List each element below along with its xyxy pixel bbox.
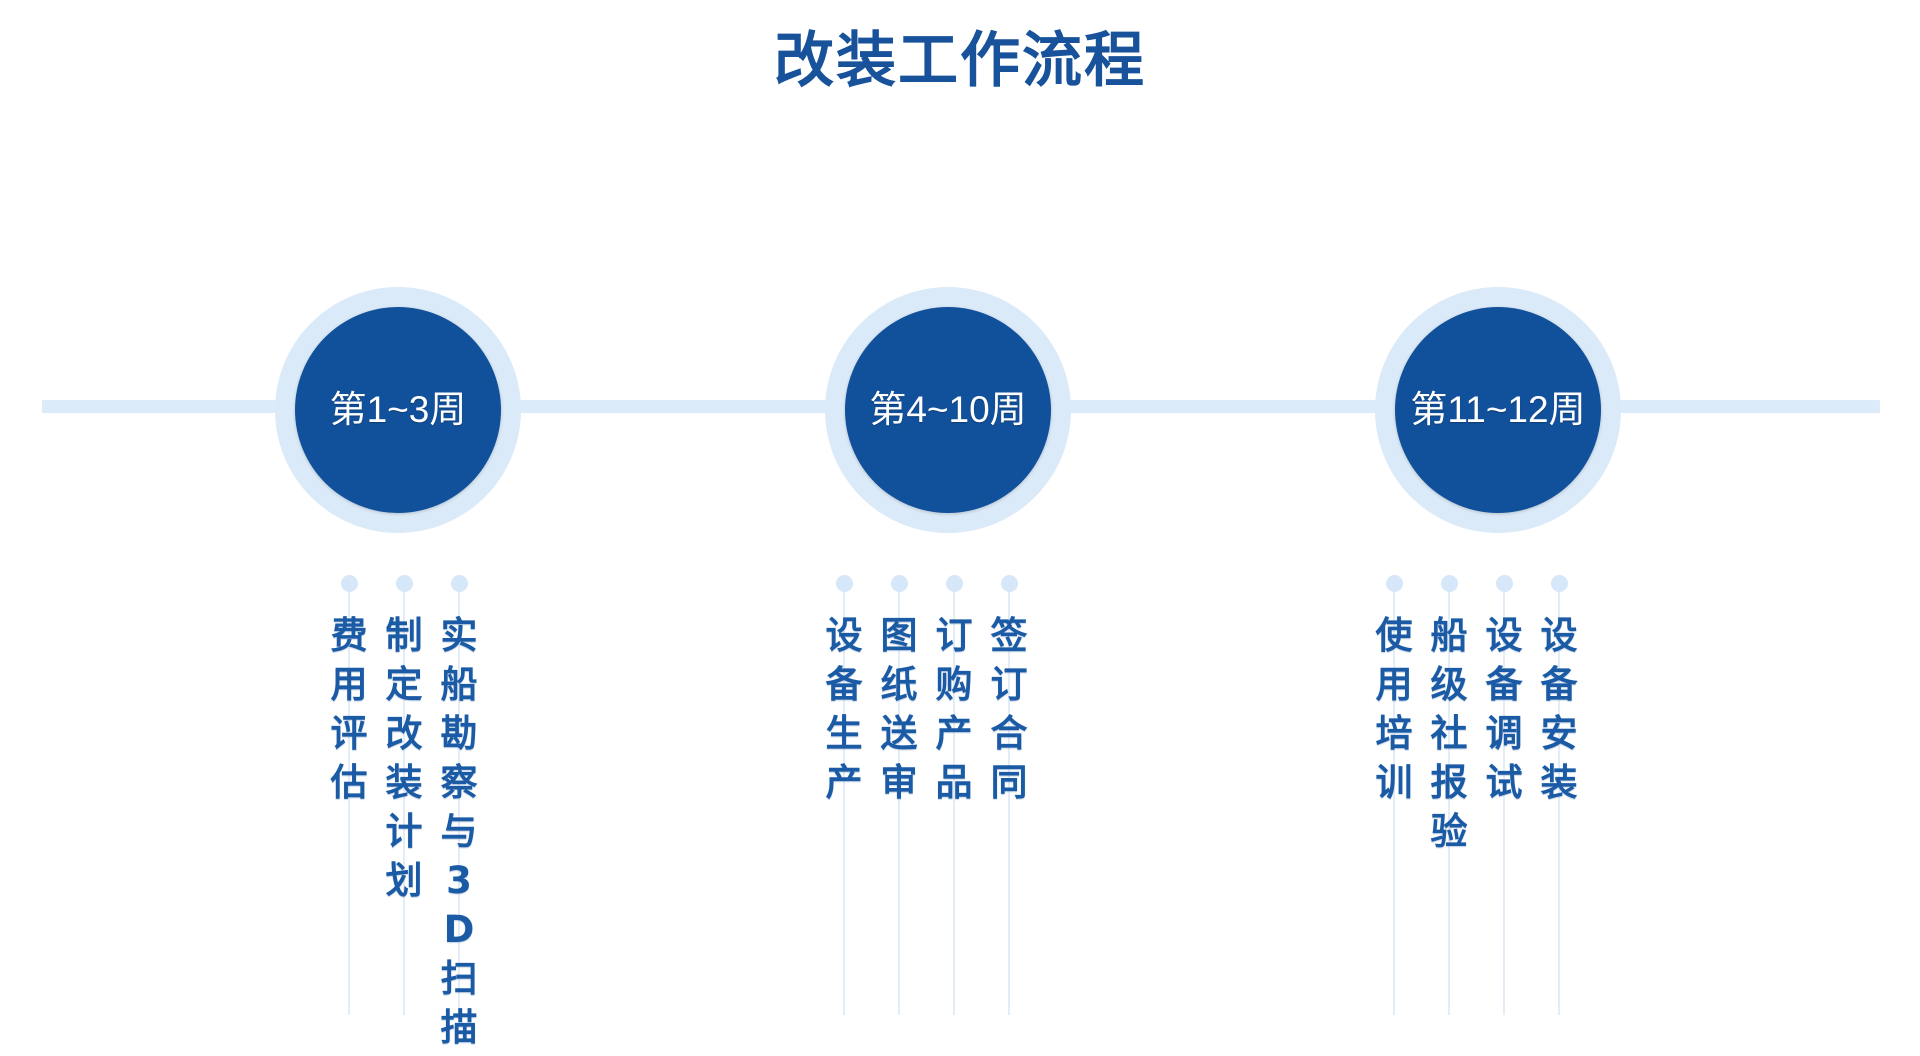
timeline-stage-2[interactable]: 第4~10周签订合同订购产品图纸送审设备生产 bbox=[798, 0, 1098, 1056]
subitem-guide-line bbox=[1393, 585, 1395, 1015]
timeline-stage-1[interactable]: 第1~3周实船勘察与3D扫描制定改装计划费用评估 bbox=[248, 0, 548, 1056]
subitem-guide-line bbox=[1448, 585, 1450, 1015]
stage-subitem-list: 签订合同订购产品图纸送审设备生产 bbox=[798, 575, 1098, 1045]
subitem-dot-icon bbox=[396, 575, 413, 592]
subitem-label: 设备安装 bbox=[1540, 614, 1578, 804]
subitem-dot-icon bbox=[1386, 575, 1403, 592]
stage-node-label: 第11~12周 bbox=[1410, 389, 1586, 430]
subitem-dot-icon bbox=[1001, 575, 1018, 592]
stage-node-circle[interactable] bbox=[295, 307, 501, 513]
timeline-stage-3[interactable]: 第11~12周设备安装设备调试船级社报验使用培训 bbox=[1348, 0, 1648, 1056]
subitem-dot-icon bbox=[1496, 575, 1513, 592]
subitem-dot-icon bbox=[946, 575, 963, 592]
subitem-guide-line bbox=[1008, 585, 1010, 1015]
subitem-guide-line bbox=[898, 585, 900, 1015]
subitem-label: 签订合同 bbox=[990, 614, 1028, 804]
stage-node-circle[interactable] bbox=[1395, 307, 1601, 513]
subitem-label: 费用评估 bbox=[330, 614, 368, 804]
subitem-dot-icon bbox=[836, 575, 853, 592]
subitem-guide-line bbox=[458, 585, 460, 1015]
subitem-label: 订购产品 bbox=[935, 614, 973, 804]
page-title: 改装工作流程 bbox=[774, 26, 1146, 96]
subitem-guide-line bbox=[953, 585, 955, 1015]
subitem-label: 实船勘察与3D扫描 bbox=[440, 614, 478, 1049]
subitem-label: 设备生产 bbox=[825, 614, 863, 804]
stage-subitem-list: 实船勘察与3D扫描制定改装计划费用评估 bbox=[248, 575, 548, 1049]
stage-subitem-list: 设备安装设备调试船级社报验使用培训 bbox=[1348, 575, 1648, 1045]
subitem-label: 设备调试 bbox=[1485, 614, 1523, 804]
subitem-guide-line bbox=[1503, 585, 1505, 1015]
subitem-label: 图纸送审 bbox=[880, 614, 918, 804]
stage-node-label: 第1~3周 bbox=[329, 389, 467, 430]
subitem-dot-icon bbox=[341, 575, 358, 592]
subitem-dot-icon bbox=[1441, 575, 1458, 592]
stage-node-circle[interactable] bbox=[845, 307, 1051, 513]
subitem-label: 使用培训 bbox=[1375, 614, 1413, 804]
subitem-guide-line bbox=[348, 585, 350, 1015]
subitem-guide-line bbox=[403, 585, 405, 1015]
stage-node-label: 第4~10周 bbox=[869, 389, 1027, 430]
subitem-dot-icon bbox=[1551, 575, 1568, 592]
subitem-label: 船级社报验 bbox=[1430, 614, 1468, 853]
subitem-label: 制定改装计划 bbox=[385, 614, 423, 902]
subitem-guide-line bbox=[1558, 585, 1560, 1015]
subitem-dot-icon bbox=[891, 575, 908, 592]
subitem-guide-line bbox=[843, 585, 845, 1015]
subitem-dot-icon bbox=[451, 575, 468, 592]
